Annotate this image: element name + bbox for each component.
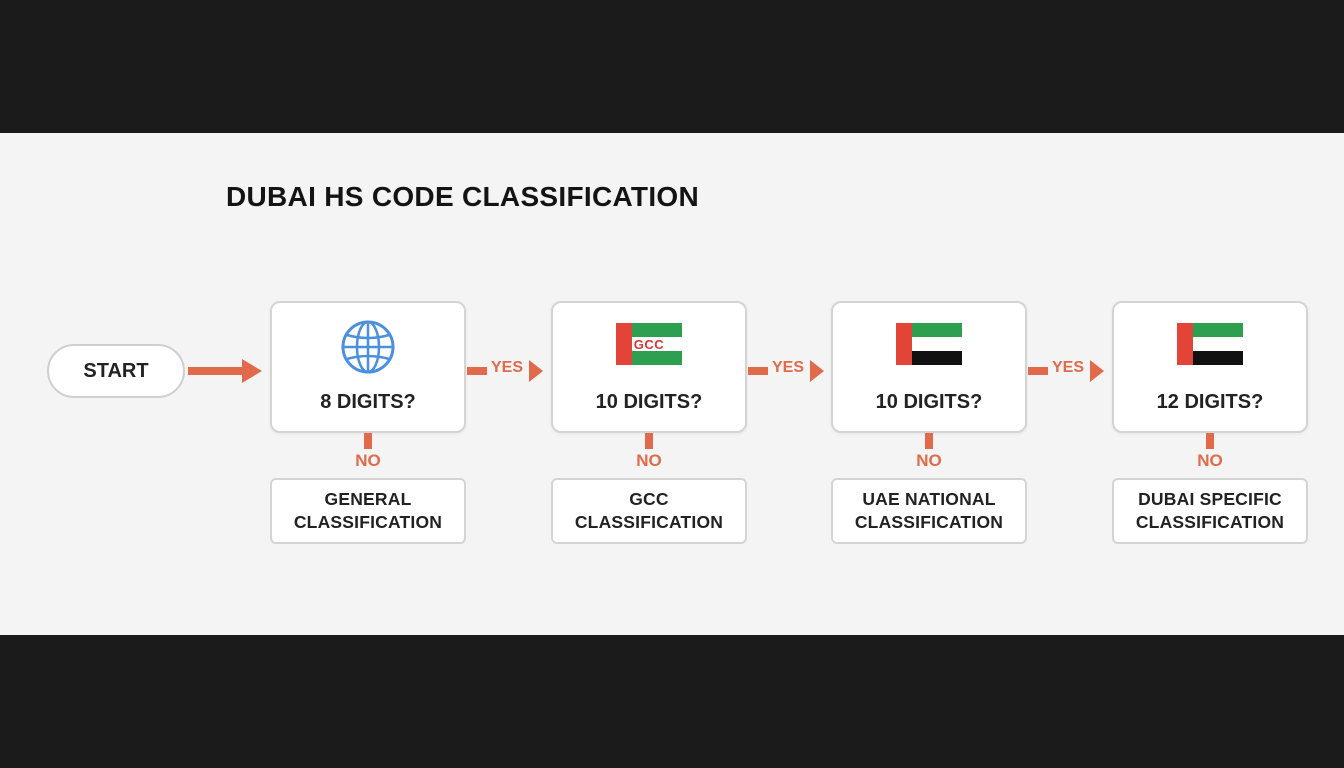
result-gcc-classification: GCC CLASSIFICATION [551,478,747,544]
question-label: 12 DIGITS? [1156,391,1264,413]
yes-label: YES [772,359,805,376]
no-connector [925,433,933,449]
gcc-flag-icon [616,323,682,365]
start-arrow [188,359,262,383]
yes-arrow [748,360,824,382]
yes-arrow [1028,360,1104,382]
yes-label: YES [1052,359,1085,376]
question-label: 10 DIGITS? [875,391,983,413]
decision-card-10-digits-gcc: GCC 10 DIGITS? [551,301,747,433]
decision-card-12-digits: 12 DIGITS? [1112,301,1308,433]
start-node: START [47,344,185,398]
diagram-title: DUBAI HS CODE CLASSIFICATION [226,181,699,212]
decision-card-8-digits: 8 DIGITS? [270,301,466,433]
uae-flag-icon [1177,323,1243,365]
result-uae-national-classification: UAE NATIONAL CLASSIFICATION [831,478,1027,544]
no-label: NO [355,451,381,470]
uae-flag-icon [896,323,962,365]
question-label: 10 DIGITS? [595,391,703,413]
result-dubai-specific-classification: DUBAI SPECIFIC CLASSIFICATION [1112,478,1308,544]
no-connector [645,433,653,449]
no-label: NO [916,451,942,470]
result-general-classification: GENERAL CLASSIFICATION [270,478,466,544]
no-label: NO [636,451,662,470]
yes-label: YES [491,359,524,376]
no-connector [364,433,372,449]
gcc-flag-label: GCC [633,336,665,352]
globe-icon [341,320,395,374]
no-connector [1206,433,1214,449]
no-label: NO [1197,451,1223,470]
start-label: START [83,359,149,382]
question-label: 8 DIGITS? [320,391,416,413]
decision-card-10-digits-uae: 10 DIGITS? [831,301,1027,433]
yes-arrow [467,360,543,382]
